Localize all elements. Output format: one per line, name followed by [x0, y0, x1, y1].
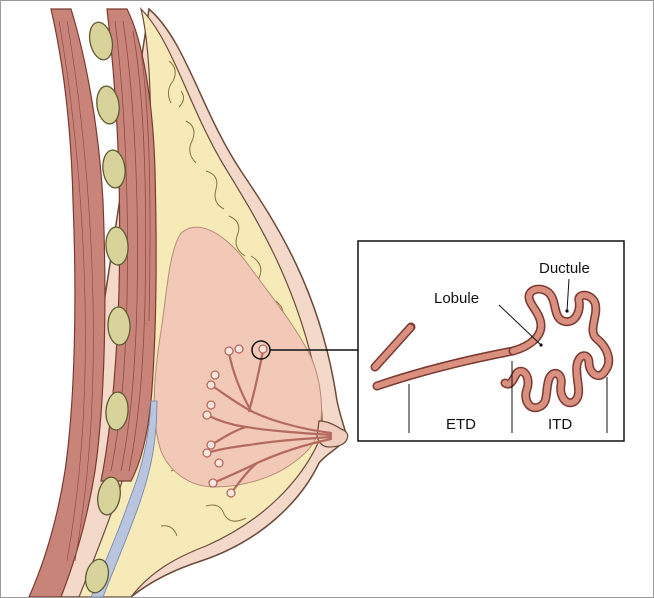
label-etd: ETD	[446, 416, 476, 433]
ductule-pointer-dot	[565, 309, 568, 312]
label-itd: ITD	[548, 416, 572, 433]
lobule-pointer-dot	[539, 343, 542, 346]
label-ductule: Ductule	[539, 260, 590, 277]
label-lobule: Lobule	[434, 290, 479, 307]
